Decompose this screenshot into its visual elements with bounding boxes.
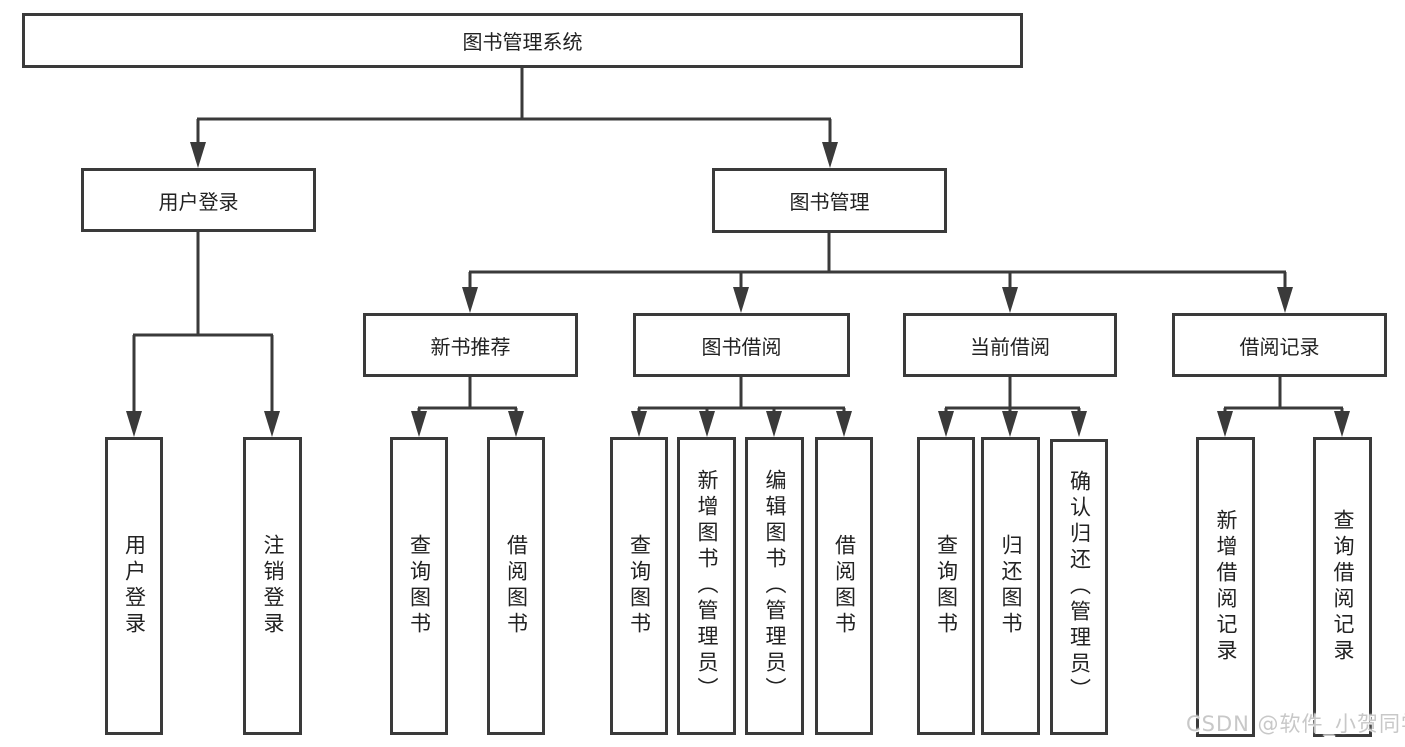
node-leaf-query-books-rec: 查询图书 [390, 437, 448, 735]
arrowhead-icon [264, 411, 280, 437]
node-leaf-borrow-books-bb: 借阅图书 [815, 437, 873, 735]
arrowhead-icon [411, 411, 427, 437]
arrowhead-icon [699, 411, 715, 437]
node-user-login: 用户登录 [81, 168, 316, 232]
arrowhead-icon [1334, 411, 1350, 437]
node-leaf-add-borrow-record: 新增借阅记录 [1196, 437, 1255, 737]
csdn-watermark: CSDN @软件_小贺同学 [1186, 712, 1405, 736]
arrowhead-icon [1217, 411, 1233, 437]
arrowhead-icon [822, 142, 838, 168]
arrowhead-icon [836, 411, 852, 437]
edge-newbookrec-to-leaves [417, 377, 518, 417]
arrowhead-icon [1002, 411, 1018, 437]
arrowhead-icon [1277, 287, 1293, 313]
edge-borrowrecords-to-leaves [1223, 377, 1344, 417]
node-leaf-edit-books-admin: 编辑图书（管理员） [745, 437, 804, 735]
arrowhead-icon [631, 411, 647, 437]
edge-root-to-level2 [196, 68, 832, 148]
node-book-management: 图书管理 [712, 168, 947, 233]
arrowhead-icon [938, 411, 954, 437]
node-leaf-confirm-return-admin: 确认归还（管理员） [1050, 439, 1108, 735]
node-leaf-query-books-bb: 查询图书 [610, 437, 668, 735]
arrowhead-icon [733, 287, 749, 313]
edge-bookborrow-to-leaves [637, 377, 846, 417]
node-leaf-logout: 注销登录 [243, 437, 302, 735]
arrowhead-icon [1071, 411, 1087, 437]
arrowhead-icon [190, 142, 206, 168]
node-leaf-borrow-books-rec: 借阅图书 [487, 437, 545, 735]
node-leaf-return-books: 归还图书 [981, 437, 1040, 735]
node-borrowing-records: 借阅记录 [1172, 313, 1387, 377]
node-leaf-user-login: 用户登录 [105, 437, 163, 735]
node-book-borrowing: 图书借阅 [633, 313, 850, 377]
arrowhead-icon [766, 411, 782, 437]
arrowhead-icon [1002, 287, 1018, 313]
edge-bookmgmt-to-level3 [468, 233, 1287, 292]
node-current-borrowing: 当前借阅 [903, 313, 1117, 377]
arrowhead-icon [508, 411, 524, 437]
edge-userlogin-to-leaves [132, 232, 274, 417]
node-leaf-query-borrow-record: 查询借阅记录 [1313, 437, 1372, 737]
arrowheads [126, 142, 1350, 437]
node-leaf-query-books-cb: 查询图书 [917, 437, 975, 735]
arrowhead-icon [462, 287, 478, 313]
arrowhead-icon [126, 411, 142, 437]
node-root: 图书管理系统 [22, 13, 1023, 68]
node-new-book-recommendation: 新书推荐 [363, 313, 578, 377]
node-leaf-add-books-admin: 新增图书（管理员） [677, 437, 736, 735]
